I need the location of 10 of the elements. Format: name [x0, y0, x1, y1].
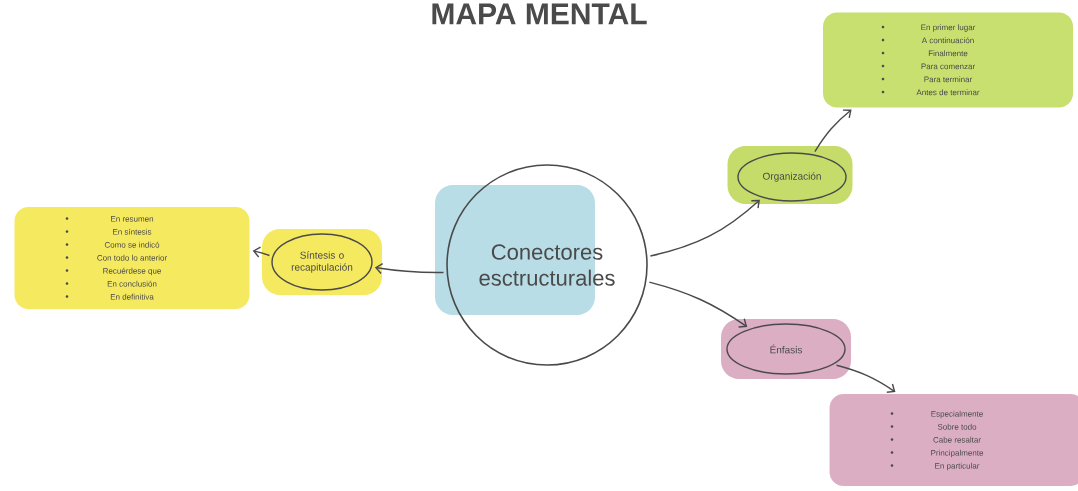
bullet-list-box: En resumen En síntesis Como se indicó Con todo lo anterior Recuérdese que En conclusión En definitiva — [14, 207, 250, 309]
arrow — [814, 109, 852, 153]
title: MAPA MENTAL — [432, 3, 647, 25]
arrow — [648, 281, 748, 328]
bullet-list-box: En primer lugar A continuación Finalmente Para comenzar Para terminar Antes de terminar — [823, 12, 1073, 108]
arrow — [835, 364, 896, 393]
bullet-list-box: Especialmente Sobre todo Cabe resaltar Principalmente En particular — [829, 394, 1078, 486]
arrow — [374, 263, 445, 275]
arrow — [649, 199, 760, 257]
arrow — [252, 246, 271, 258]
